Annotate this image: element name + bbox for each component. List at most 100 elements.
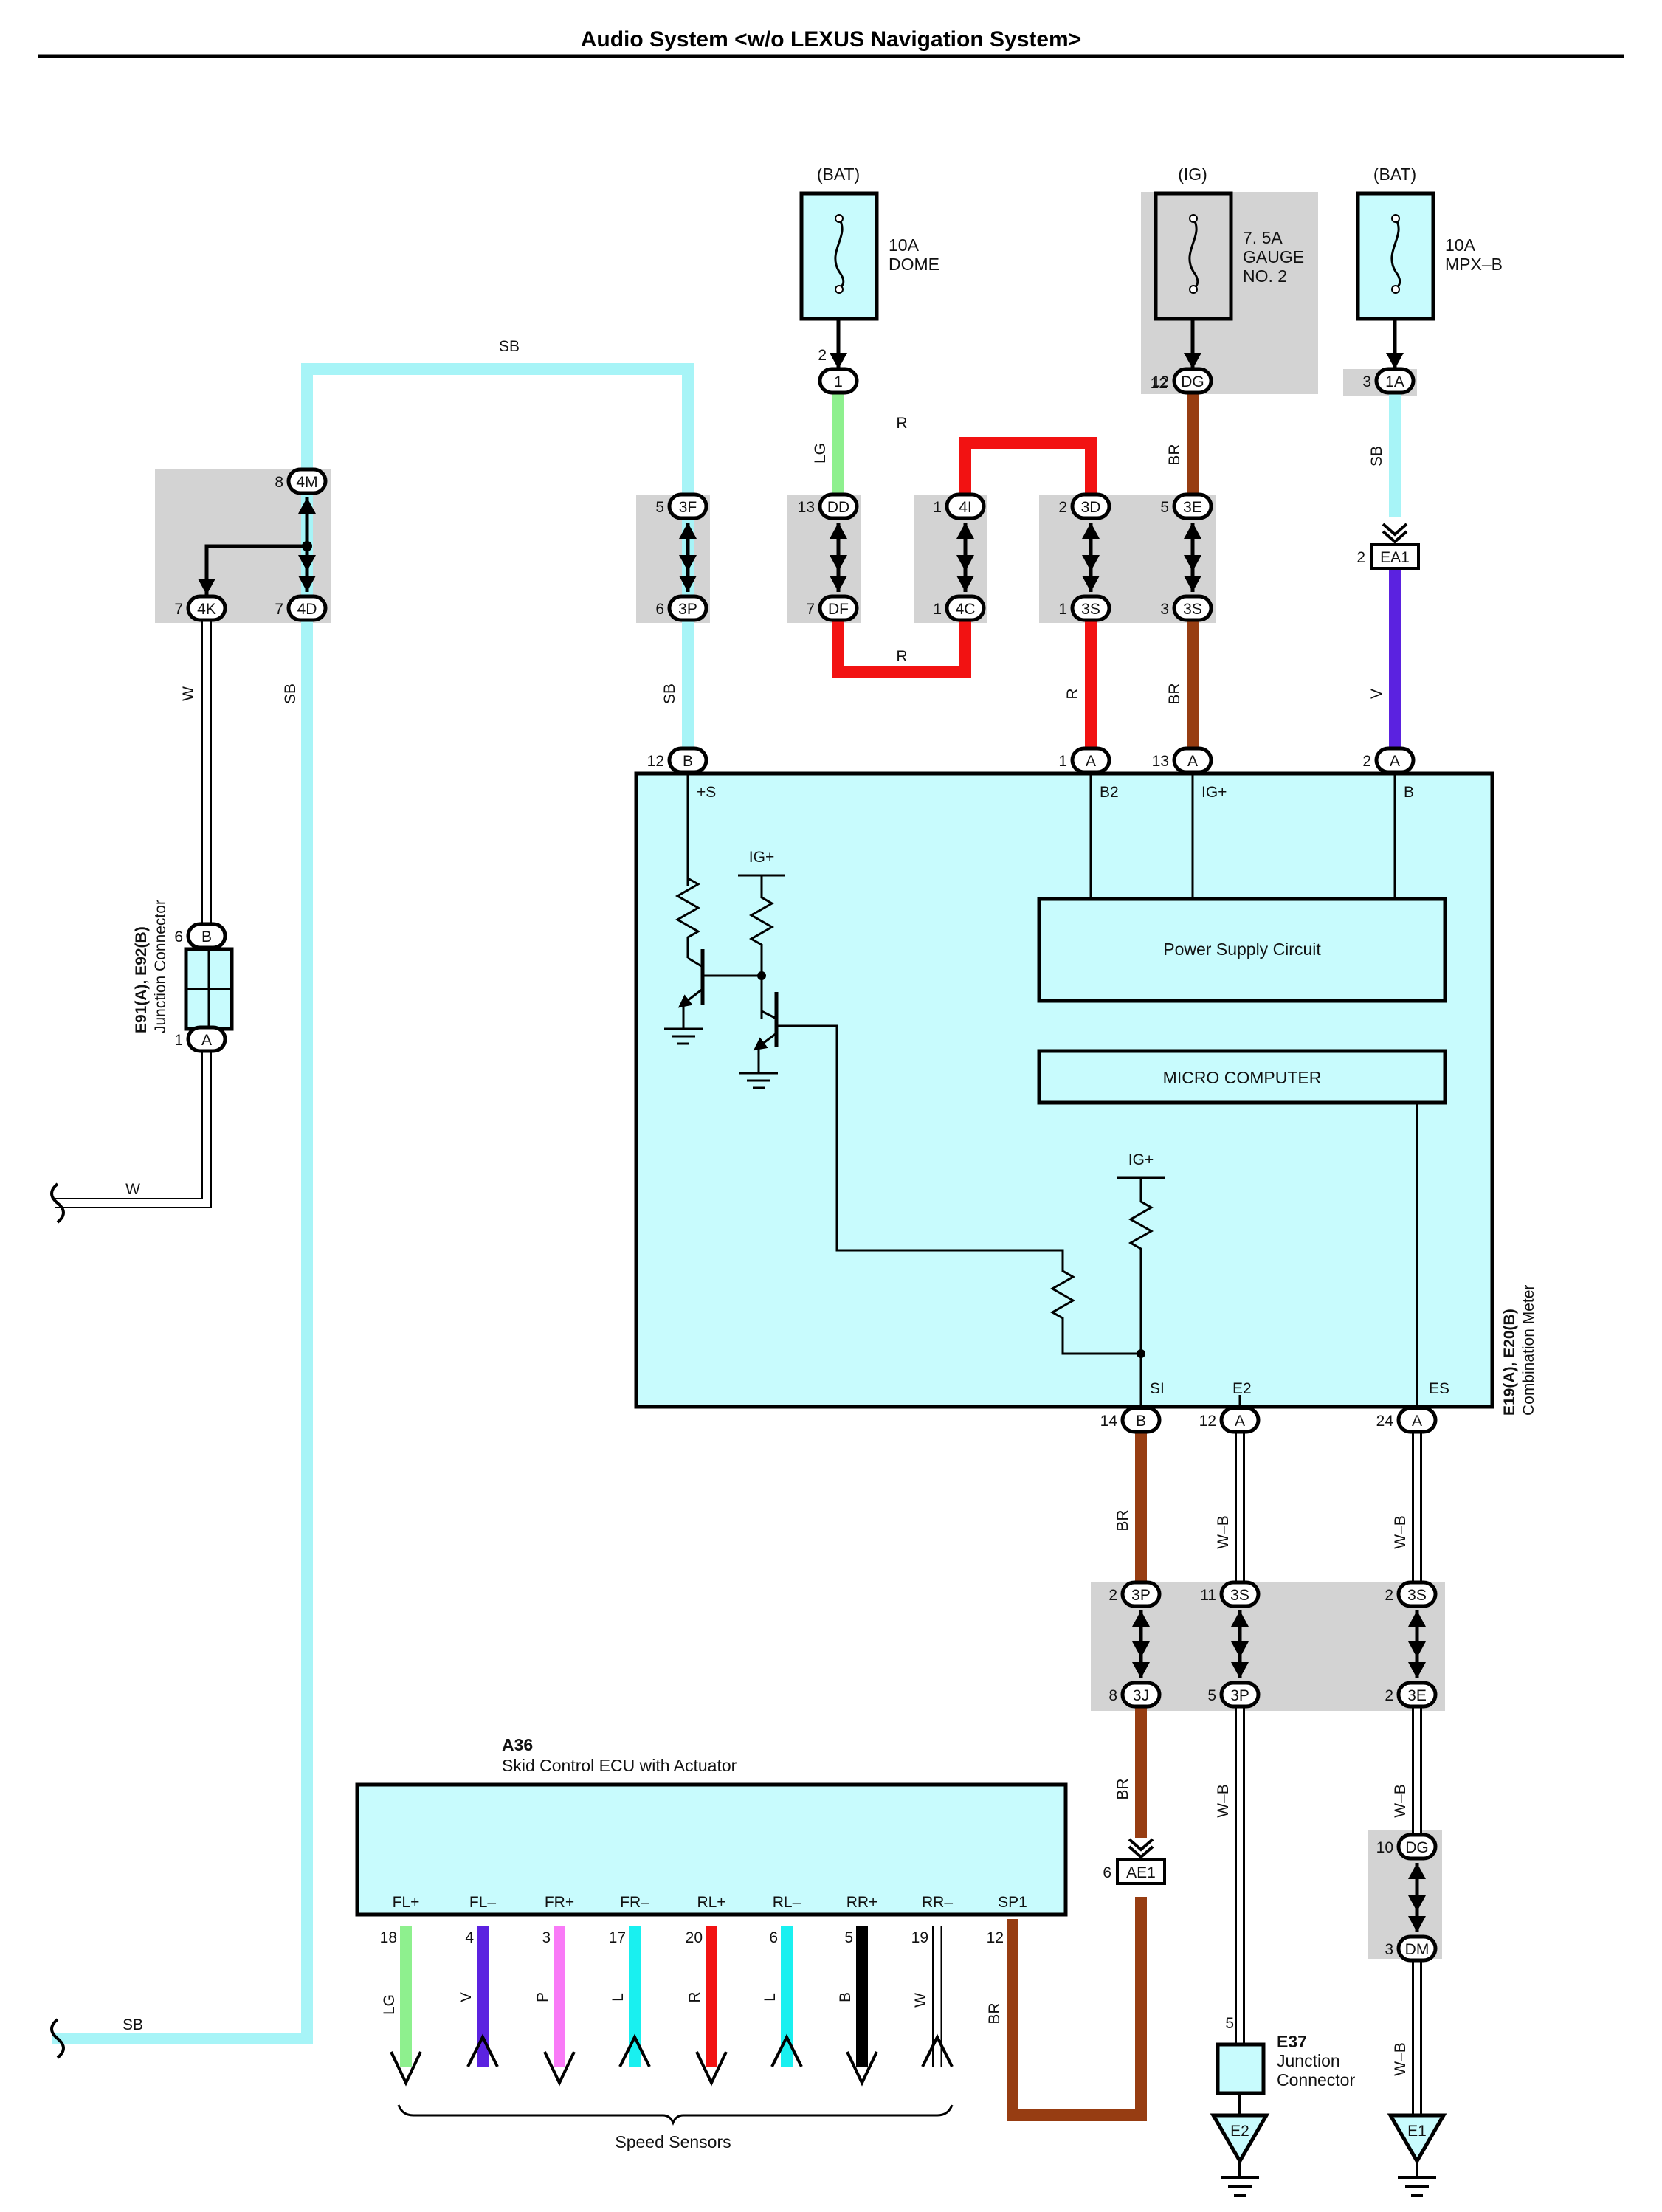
svg-text:3S: 3S (1081, 601, 1100, 618)
svg-text:1: 1 (1058, 753, 1067, 770)
page-title: Audio System <w/o LEXUS Navigation Syste… (581, 27, 1082, 52)
svg-text:2: 2 (1362, 753, 1371, 770)
svg-text:1: 1 (933, 601, 942, 618)
svg-text:EA1: EA1 (1380, 549, 1410, 566)
junction-arrow (1231, 1610, 1249, 1678)
svg-text:RR+: RR+ (846, 1894, 878, 1911)
svg-text:SB: SB (1368, 446, 1385, 466)
svg-text:BR: BR (986, 2002, 1003, 2024)
junction-arrow (679, 523, 697, 592)
speed-sensors-brace (397, 2104, 954, 2126)
connector-pin: A1 (1058, 746, 1111, 774)
inline-connector: EA1 2 (1356, 523, 1420, 570)
svg-text:W: W (125, 1181, 140, 1198)
svg-text:2: 2 (1356, 549, 1365, 566)
connector-pin: 3P6 (655, 594, 708, 622)
svg-text:12: 12 (1199, 1413, 1216, 1430)
svg-text:SB: SB (282, 683, 299, 704)
svg-text:ES: ES (1429, 1380, 1449, 1397)
skid-ecu-terminal: FR–17 (609, 1894, 650, 1946)
svg-text:4: 4 (465, 1929, 474, 1946)
skid-ecu-terminal: FR+3 (542, 1894, 574, 1946)
svg-text:2: 2 (1385, 1587, 1393, 1604)
svg-text:Junction Connector: Junction Connector (152, 900, 169, 1033)
svg-text:E1: E1 (1407, 2123, 1427, 2140)
svg-text:IG+: IG+ (1128, 1151, 1154, 1168)
junction-arrow (830, 523, 847, 592)
svg-text:SB: SB (123, 2016, 143, 2033)
svg-text:12: 12 (647, 753, 664, 770)
junction-arrow (1408, 1863, 1426, 1932)
svg-text:BR: BR (1166, 444, 1183, 465)
svg-text:8: 8 (1108, 1687, 1117, 1704)
connector-pin: 3E5 (1160, 492, 1213, 520)
wire-r-top (959, 437, 1097, 502)
connector-pin: DF7 (806, 594, 859, 622)
svg-text:3: 3 (542, 1929, 551, 1946)
svg-text:2: 2 (1385, 1687, 1393, 1704)
svg-text:IG+: IG+ (1201, 784, 1227, 801)
svg-text:SI: SI (1150, 1380, 1165, 1397)
svg-text:R: R (686, 1991, 703, 2002)
svg-text:Junction: Junction (1277, 2051, 1340, 2070)
wire-break-sb (50, 2018, 65, 2059)
svg-text:8: 8 (275, 474, 283, 491)
speed-sensors-label: Speed Sensors (615, 2132, 731, 2151)
svg-text:13: 13 (1152, 753, 1169, 770)
svg-text:Skid Control ECU with Actuator: Skid Control ECU with Actuator (502, 1756, 737, 1775)
svg-text:(BAT): (BAT) (1373, 165, 1416, 184)
svg-text:7: 7 (174, 601, 183, 618)
wire-w (55, 620, 212, 1208)
svg-text:3S: 3S (1230, 1587, 1249, 1604)
svg-text:V: V (1368, 689, 1385, 699)
ground-e2: E2 (1210, 2113, 1270, 2197)
junction-arrow (1082, 523, 1100, 592)
svg-text:4D: 4D (297, 601, 317, 618)
svg-text:3P: 3P (1131, 1587, 1151, 1604)
svg-text:A: A (1086, 753, 1096, 770)
svg-text:LG: LG (812, 443, 829, 464)
svg-text:FL+: FL+ (393, 1894, 420, 1911)
svg-text:SP1: SP1 (998, 1894, 1027, 1911)
connector-pin: 3S1 (1058, 594, 1111, 622)
svg-text:10: 10 (1376, 1839, 1393, 1856)
svg-text:+S: +S (697, 784, 716, 801)
svg-text:P: P (534, 1992, 551, 2002)
svg-text:3P: 3P (678, 601, 697, 618)
svg-text:3E: 3E (1407, 1687, 1427, 1704)
svg-text:3: 3 (1362, 373, 1371, 390)
combination-meter: Power Supply Circuit MICRO COMPUTER IG+ … (634, 771, 1494, 1409)
svg-text:5: 5 (655, 499, 664, 516)
skid-ecu-terminals: FL+18FL–4FR+3FR–17RL+20RL–6RR+5RR–19SP11… (380, 1894, 1027, 1946)
svg-text:A: A (1187, 753, 1198, 770)
junction-connector-e91-caption: E91(A), E92(B) Junction Connector (133, 900, 169, 1033)
svg-text:4C: 4C (956, 601, 976, 618)
skid-ecu-terminal: FL– 4 (465, 1894, 496, 1946)
svg-text:(BAT): (BAT) (817, 165, 860, 184)
connector-pin: B6 (174, 922, 227, 950)
svg-text:E19(A), E20(B): E19(A), E20(B) (1501, 1309, 1518, 1416)
svg-text:R: R (896, 415, 907, 432)
svg-text:V: V (458, 1992, 475, 2002)
svg-text:MPX–B: MPX–B (1445, 255, 1503, 274)
junction-arrow (1132, 1610, 1150, 1678)
svg-text:20: 20 (686, 1929, 703, 1946)
svg-text:1: 1 (933, 499, 942, 516)
svg-text:E91(A), E92(B): E91(A), E92(B) (133, 926, 150, 1033)
svg-text:13: 13 (798, 499, 815, 516)
svg-text:FL–: FL– (469, 1894, 497, 1911)
svg-text:B: B (1136, 1413, 1146, 1430)
svg-text:2: 2 (1108, 1587, 1117, 1604)
svg-text:5: 5 (1160, 499, 1169, 516)
connector-pin: A24 (1376, 1406, 1438, 1434)
connector-pin: 4I1 (933, 492, 986, 520)
svg-text:3D: 3D (1081, 499, 1101, 516)
svg-text:BR: BR (1114, 1509, 1131, 1531)
svg-text:E2: E2 (1232, 1380, 1252, 1397)
connector-pin: 3P 2 (1108, 1580, 1162, 1608)
svg-text:B2: B2 (1100, 784, 1119, 801)
connector-pin: 3S3 (1160, 594, 1213, 622)
connector-pin: 3P5 (1207, 1681, 1261, 1709)
